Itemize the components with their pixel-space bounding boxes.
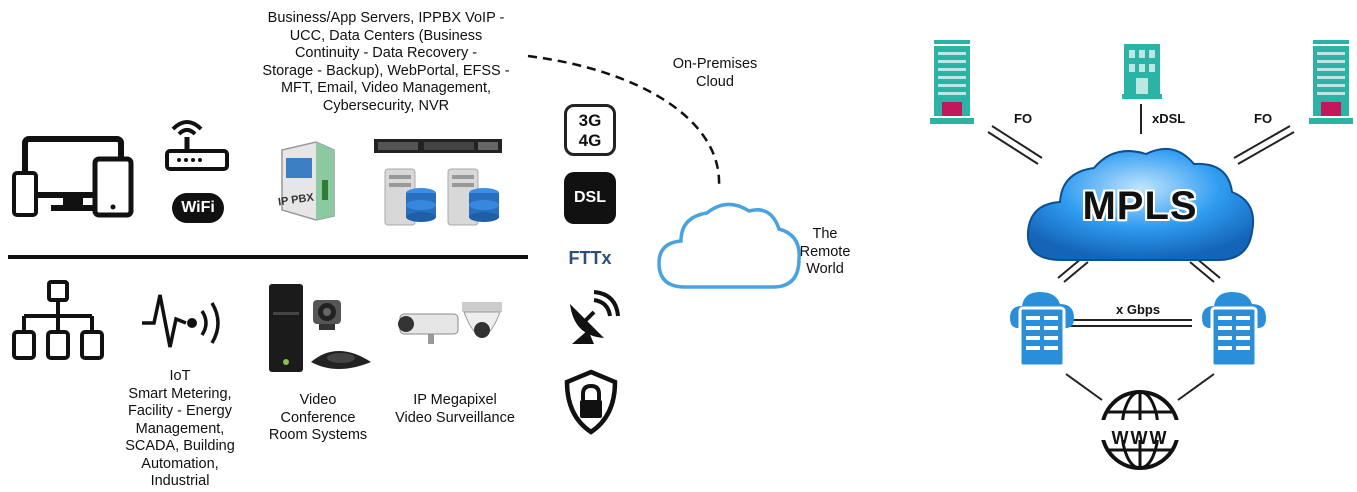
on-premises-cloud-label: On-Premises Cloud bbox=[672, 56, 758, 90]
xdsl-label: xDSL bbox=[1152, 111, 1186, 126]
dsl-label: DSL bbox=[574, 189, 606, 206]
database-server-icon bbox=[447, 168, 499, 226]
devices-icon bbox=[12, 136, 134, 218]
www-label: WWW bbox=[1111, 428, 1169, 448]
fo-right-label: FO bbox=[1254, 111, 1273, 126]
fttx-label: FTTx bbox=[568, 248, 612, 268]
datacenter-cloud-icon bbox=[1202, 292, 1266, 368]
router-icon bbox=[165, 120, 229, 171]
rack-server-icon bbox=[374, 139, 502, 153]
video-conference-icon bbox=[269, 284, 371, 372]
gbps-label: x Gbps bbox=[1116, 302, 1161, 317]
satellite-dish-icon bbox=[570, 290, 620, 344]
3g-4g-icon: 3G 4G bbox=[564, 104, 616, 156]
dsl-icon: DSL bbox=[564, 172, 616, 224]
cloud-icon bbox=[657, 202, 801, 289]
database-server-icon bbox=[384, 168, 436, 226]
wifi-logo-text: WiFi bbox=[181, 199, 215, 216]
security-lock-icon bbox=[564, 369, 618, 435]
datacenter-cloud-icon bbox=[1010, 292, 1074, 368]
building-icon bbox=[1122, 44, 1162, 99]
surveillance-camera-icon bbox=[398, 302, 502, 344]
ip-pbx-icon bbox=[281, 141, 335, 221]
mpls-title: MPLS bbox=[1082, 184, 1198, 228]
3g-4g-label: 3G 4G bbox=[578, 111, 602, 150]
remote-world-label: The Remote World bbox=[799, 226, 851, 277]
hierarchy-icon bbox=[12, 280, 104, 360]
iot-description: IoT Smart Metering, Facility - Energy Ma… bbox=[125, 368, 235, 489]
building-icon bbox=[1309, 40, 1353, 124]
building-icon bbox=[930, 40, 974, 124]
mpls-cloud-icon bbox=[1026, 147, 1254, 261]
fo-left-label: FO bbox=[1014, 111, 1033, 126]
wifi-logo-icon: WiFi bbox=[172, 193, 224, 223]
video-conference-description: Video Conference Room Systems bbox=[268, 392, 368, 443]
iot-sensor-icon bbox=[142, 294, 220, 348]
services-description: Business/App Servers, IPPBX VoIP - UCC, … bbox=[262, 10, 510, 114]
globe-www-icon bbox=[1098, 390, 1182, 470]
divider-line bbox=[8, 255, 528, 259]
surveillance-description: IP Megapixel Video Surveillance bbox=[395, 392, 515, 426]
